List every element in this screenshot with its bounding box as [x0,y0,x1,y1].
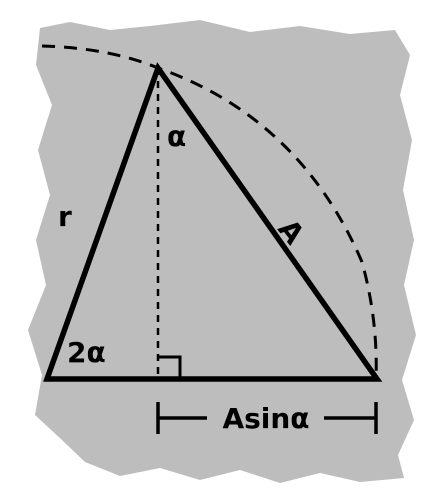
label-asin-alpha: Asinα [222,402,309,435]
triangle [43,62,383,382]
right-angle-marker [158,355,182,379]
dimension-line [156,402,378,434]
label-r: r [58,200,72,233]
label-alpha: α [167,120,186,153]
arc-dashed [41,44,378,379]
label-2alpha: 2α [67,336,106,369]
background-blob [28,20,416,483]
